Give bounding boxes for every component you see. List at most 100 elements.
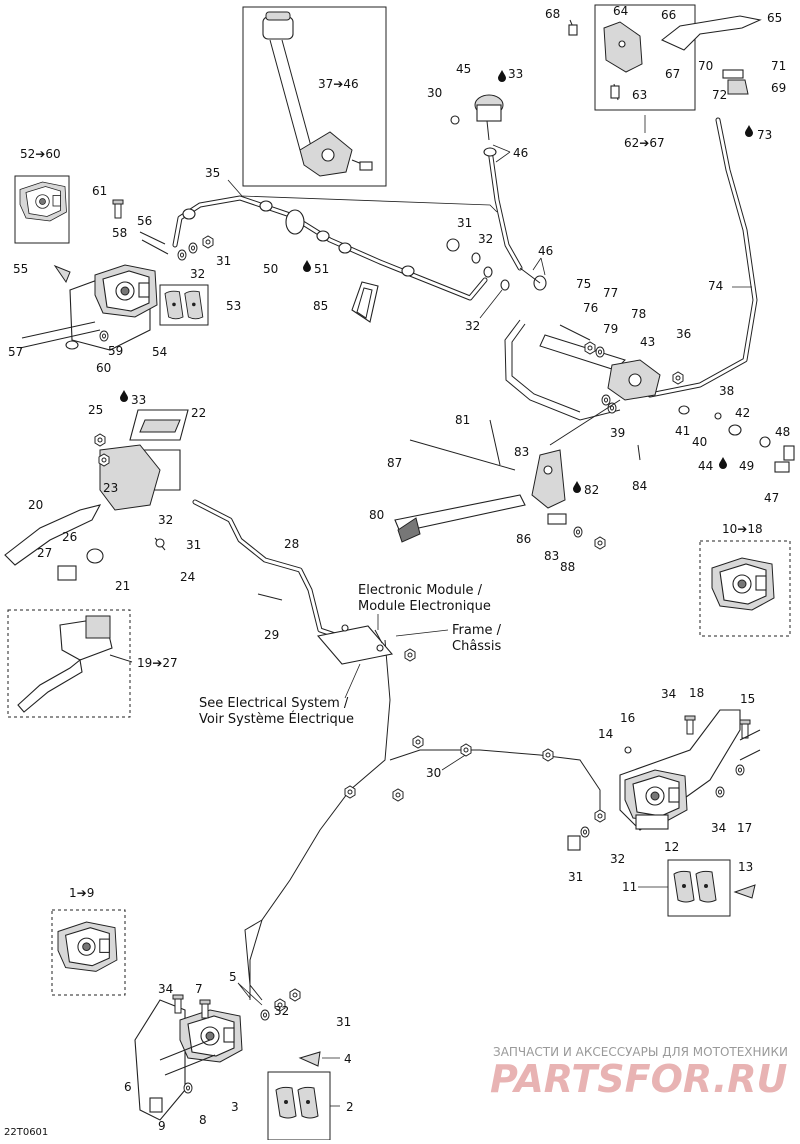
callout-38: 38: [719, 384, 734, 398]
callout-25: 25: [88, 403, 103, 417]
callout-53: 53: [226, 299, 241, 313]
callout-31-left: 31: [216, 254, 231, 268]
callout-74: 74: [708, 279, 723, 293]
callout-85: 85: [313, 299, 328, 313]
callout-70: 70: [698, 59, 713, 73]
callout-32-bottom: 32: [274, 1004, 289, 1018]
callout-6: 6: [124, 1080, 132, 1094]
brake-lines: 28 29 30: [192, 499, 601, 1001]
callout-33-left: 33: [131, 393, 146, 407]
callout-15: 15: [740, 692, 755, 706]
callout-8: 8: [199, 1113, 207, 1127]
callout-58: 58: [112, 226, 127, 240]
callout-66: 66: [661, 8, 676, 22]
watermark-tagline: ЗАПЧАСТИ И АКСЕССУАРЫ ДЛЯ МОТОТЕХНИКИ: [493, 1045, 788, 1059]
electronic-module-callout: Electronic Module / Module Electronique …: [199, 583, 502, 727]
callout-33-top: 33: [508, 67, 523, 81]
callout-3: 3: [231, 1100, 239, 1114]
callout-9: 9: [158, 1119, 166, 1133]
callout-50: 50: [263, 262, 278, 276]
callout-46-lower: 46: [538, 244, 553, 258]
callout-2: 2: [346, 1100, 354, 1114]
frame-label-en: Frame /: [452, 623, 502, 638]
callout-32-lower-mid: 32: [465, 319, 480, 333]
callout-59: 59: [108, 344, 123, 358]
callout-48: 48: [775, 425, 790, 439]
callout-32-mid: 32: [478, 232, 493, 246]
callout-26: 26: [62, 530, 77, 544]
callout-31-bottom: 31: [336, 1015, 351, 1029]
callout-81: 81: [455, 413, 470, 427]
lever-detail-box: 68 64 66 65 67 70 71 69 72 63 62➔67: [545, 4, 786, 150]
callout-56: 56: [137, 214, 152, 228]
callout-40: 40: [692, 435, 707, 449]
callout-24: 24: [180, 570, 195, 584]
caliper-assembly-right: 18 34 15 16 14 34 17 12 32 31 11 13: [567, 686, 761, 917]
callout-43: 43: [640, 335, 655, 349]
callout-19-27: 19➔27: [137, 656, 178, 670]
callout-77: 77: [603, 286, 618, 300]
callout-4: 4: [344, 1052, 352, 1066]
callout-84: 84: [632, 479, 647, 493]
callout-35: 35: [205, 166, 220, 180]
callout-37-46: 37➔46: [318, 77, 359, 91]
callout-52-60: 52➔60: [20, 147, 61, 161]
callout-20: 20: [28, 498, 43, 512]
frame-label-fr: Châssis: [452, 639, 501, 654]
callout-30-mid: 30: [426, 766, 441, 780]
callout-55: 55: [13, 262, 28, 276]
callout-62-67: 62➔67: [624, 136, 665, 150]
callout-34-right-low: 34: [711, 821, 726, 835]
callout-1-9: 1➔9: [69, 886, 94, 900]
callout-72: 72: [712, 88, 727, 102]
callout-61: 61: [92, 184, 107, 198]
callout-75: 75: [576, 277, 591, 291]
callout-60: 60: [96, 361, 111, 375]
callout-65: 65: [767, 11, 782, 25]
callout-83-lower: 83: [544, 549, 559, 563]
callout-18: 18: [689, 686, 704, 700]
callout-11: 11: [622, 880, 637, 894]
callout-28: 28: [284, 537, 299, 551]
callout-7: 7: [195, 982, 203, 996]
callout-76: 76: [583, 301, 598, 315]
callout-31-right: 31: [568, 870, 583, 884]
callout-71: 71: [771, 59, 786, 73]
pedal-assembly: 75 76 77 78 79 43 36 38 42 41 40 39 48 4…: [369, 277, 795, 574]
callout-57: 57: [8, 345, 23, 359]
callout-44: 44: [698, 459, 713, 473]
callout-34-bottom: 34: [158, 982, 173, 996]
callout-86: 86: [516, 532, 531, 546]
see-electrical-label-en: See Electrical System /: [199, 696, 349, 711]
callout-51: 51: [314, 262, 329, 276]
hose-35: 35 50 51 85 31 32 32: [172, 166, 510, 333]
callout-14: 14: [598, 727, 613, 741]
see-electrical-label-fr: Voir Système Électrique: [199, 711, 354, 727]
callout-63: 63: [632, 88, 647, 102]
callout-67: 67: [665, 67, 680, 81]
callout-16: 16: [620, 711, 635, 725]
master-reservoir-group: 45 33 30 46 46: [427, 62, 553, 291]
caliper-assembly-left: 61 56 58 55 53 54 57 59 60 32 31: [8, 184, 241, 375]
callout-30-top: 30: [427, 86, 442, 100]
master-cylinder-left: 25 33 22 23 20 26 27 21 32 31 24: [4, 390, 206, 593]
callout-10-18: 10➔18: [722, 522, 763, 536]
callout-69: 69: [771, 81, 786, 95]
hose-74: 73 74: [647, 117, 772, 398]
reservoir-detail-box: 37➔46: [242, 6, 387, 187]
caliper-assembly-bottom: 34 7 5 32 31 4 6 3 2 8 9: [124, 970, 354, 1141]
callout-82: 82: [584, 483, 599, 497]
callout-21: 21: [115, 579, 130, 593]
callout-42: 42: [735, 406, 750, 420]
callout-46-top: 46: [513, 146, 528, 160]
callout-32-right: 32: [610, 852, 625, 866]
callout-49: 49: [739, 459, 754, 473]
diagram-code: 22T0601: [4, 1127, 48, 1138]
callout-73: 73: [757, 128, 772, 142]
callout-78: 78: [631, 307, 646, 321]
callout-45: 45: [456, 62, 471, 76]
callout-31-mc: 31: [186, 538, 201, 552]
callout-87: 87: [387, 456, 402, 470]
callout-32-mc: 32: [158, 513, 173, 527]
